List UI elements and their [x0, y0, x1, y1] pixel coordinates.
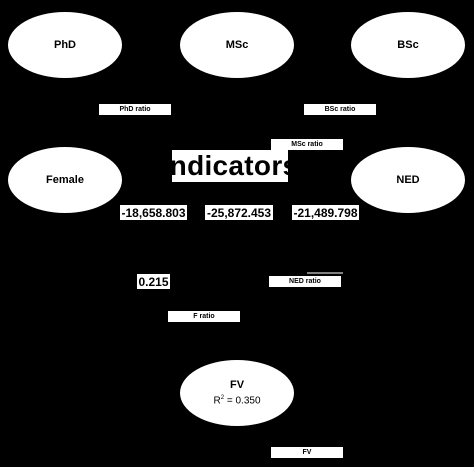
ratio-tag-bsc-label: BSc ratio: [324, 106, 356, 113]
coef-msc-value: -25,872.453: [206, 205, 272, 220]
node-bsc-label: BSc: [397, 39, 419, 51]
node-fv-label: FV: [229, 379, 245, 392]
node-ned: NED: [351, 147, 465, 213]
node-female-label: Female: [46, 174, 84, 186]
ratio-tag-ned: NED ratio: [268, 275, 342, 288]
node-msc: MSc: [180, 12, 294, 78]
ratio-tag-f: F ratio: [167, 310, 241, 323]
ratio-tag-msc-label: MSc ratio: [291, 141, 323, 148]
node-ned-label: NED: [396, 174, 420, 186]
coef-female: 0.215: [137, 274, 170, 289]
ratio-tag-phd-label: PhD ratio: [119, 106, 151, 113]
coef-bsc: -21,489.798: [292, 205, 359, 220]
node-bsc: BSc: [351, 12, 465, 78]
node-female: Female: [8, 147, 122, 213]
ratio-tag-msc: MSc ratio: [270, 138, 344, 151]
ratio-tag-fv: FV: [270, 446, 344, 459]
coef-bsc-value: -21,489.798: [293, 205, 358, 220]
node-fv-r2: R2 = 0.350: [214, 395, 261, 406]
ratio-tag-fv-label: FV: [302, 449, 312, 456]
coef-phd: -18,658.803: [120, 205, 187, 220]
node-phd: PhD: [8, 12, 122, 78]
ratio-tag-f-label: F ratio: [193, 313, 215, 320]
coef-msc: -25,872.453: [205, 205, 273, 220]
node-fv: FV R2 = 0.350: [180, 360, 294, 426]
ratio-tag-ned-label: NED ratio: [289, 278, 321, 285]
coef-phd-value: -18,658.803: [121, 205, 186, 220]
r2-exponent: 2: [220, 395, 225, 402]
node-msc-label: MSc: [225, 39, 249, 51]
r2-value: = 0.350: [224, 395, 261, 407]
ratio-tag-bsc: BSc ratio: [303, 103, 377, 116]
node-phd-label: PhD: [54, 39, 76, 51]
indicators-title: Indicators: [162, 150, 298, 182]
indicators-title-text: Indicators: [161, 150, 299, 181]
r2-symbol: R: [213, 395, 221, 407]
ratio-tag-phd: PhD ratio: [98, 103, 172, 116]
coef-female-value: 0.215: [138, 274, 169, 289]
